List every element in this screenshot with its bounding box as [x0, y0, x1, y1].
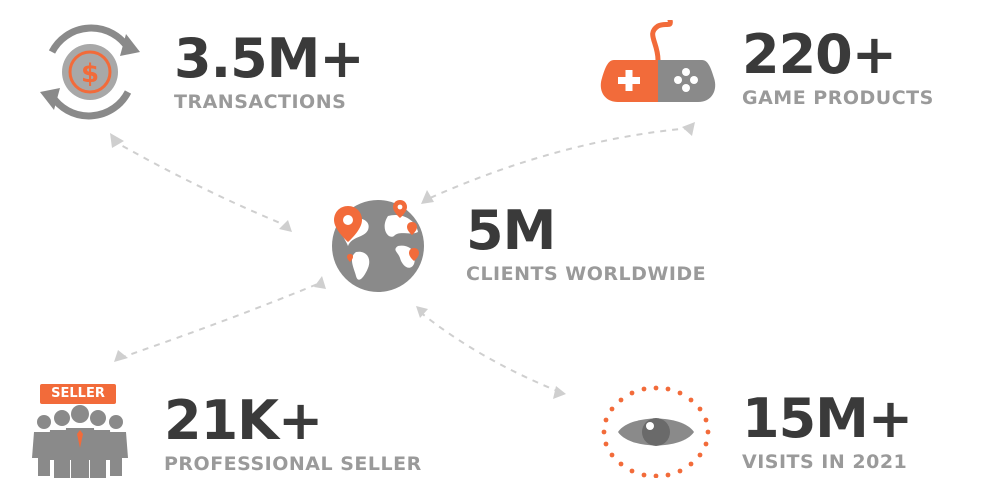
arrowhead-center-bottom-right	[416, 306, 428, 318]
stat-visits: 15M+ VISITS IN 2021	[742, 387, 913, 473]
arrowhead-game-products	[682, 122, 695, 136]
stat-transactions: 3.5M+ TRANSACTIONS	[174, 27, 365, 113]
stat-value: 21K+	[164, 389, 323, 452]
stat-game-products: 220+ GAME PRODUCTS	[742, 23, 934, 109]
connector-seller	[119, 282, 321, 359]
stat-professional-seller: 21K+ PROFESSIONAL SELLER	[164, 389, 422, 475]
stat-value: 220+	[742, 23, 897, 86]
stat-value: 3.5M+	[174, 27, 365, 90]
arrowhead-seller	[114, 350, 128, 362]
eye-icon	[601, 385, 711, 478]
stat-clients: 5M CLIENTS WORLDWIDE	[466, 199, 707, 285]
connector-game-products	[429, 127, 691, 199]
gamepad-icon	[600, 20, 716, 102]
stat-label: VISITS IN 2021	[742, 451, 908, 473]
svg-text:$: $	[81, 59, 99, 89]
stat-label: TRANSACTIONS	[174, 91, 347, 113]
stat-label: GAME PRODUCTS	[742, 87, 934, 109]
stat-value: 15M+	[742, 387, 913, 450]
stat-value: 5M	[466, 199, 556, 262]
dollar-cycle-icon: $	[40, 24, 140, 120]
stat-label: CLIENTS WORLDWIDE	[466, 263, 707, 285]
arrowhead-center-left	[279, 220, 292, 232]
stat-label: PROFESSIONAL SELLER	[164, 453, 422, 475]
arrowhead-center-right	[421, 190, 434, 204]
seller-badge: SELLER	[40, 384, 116, 404]
connector-transactions	[111, 139, 286, 226]
seller-group-icon	[32, 405, 128, 478]
globe-icon	[332, 200, 424, 292]
arrowhead-transactions	[110, 133, 124, 148]
connector-visits	[419, 311, 561, 393]
arrowhead-visits	[553, 386, 566, 399]
arrowhead-center-bottom-left	[314, 276, 326, 289]
